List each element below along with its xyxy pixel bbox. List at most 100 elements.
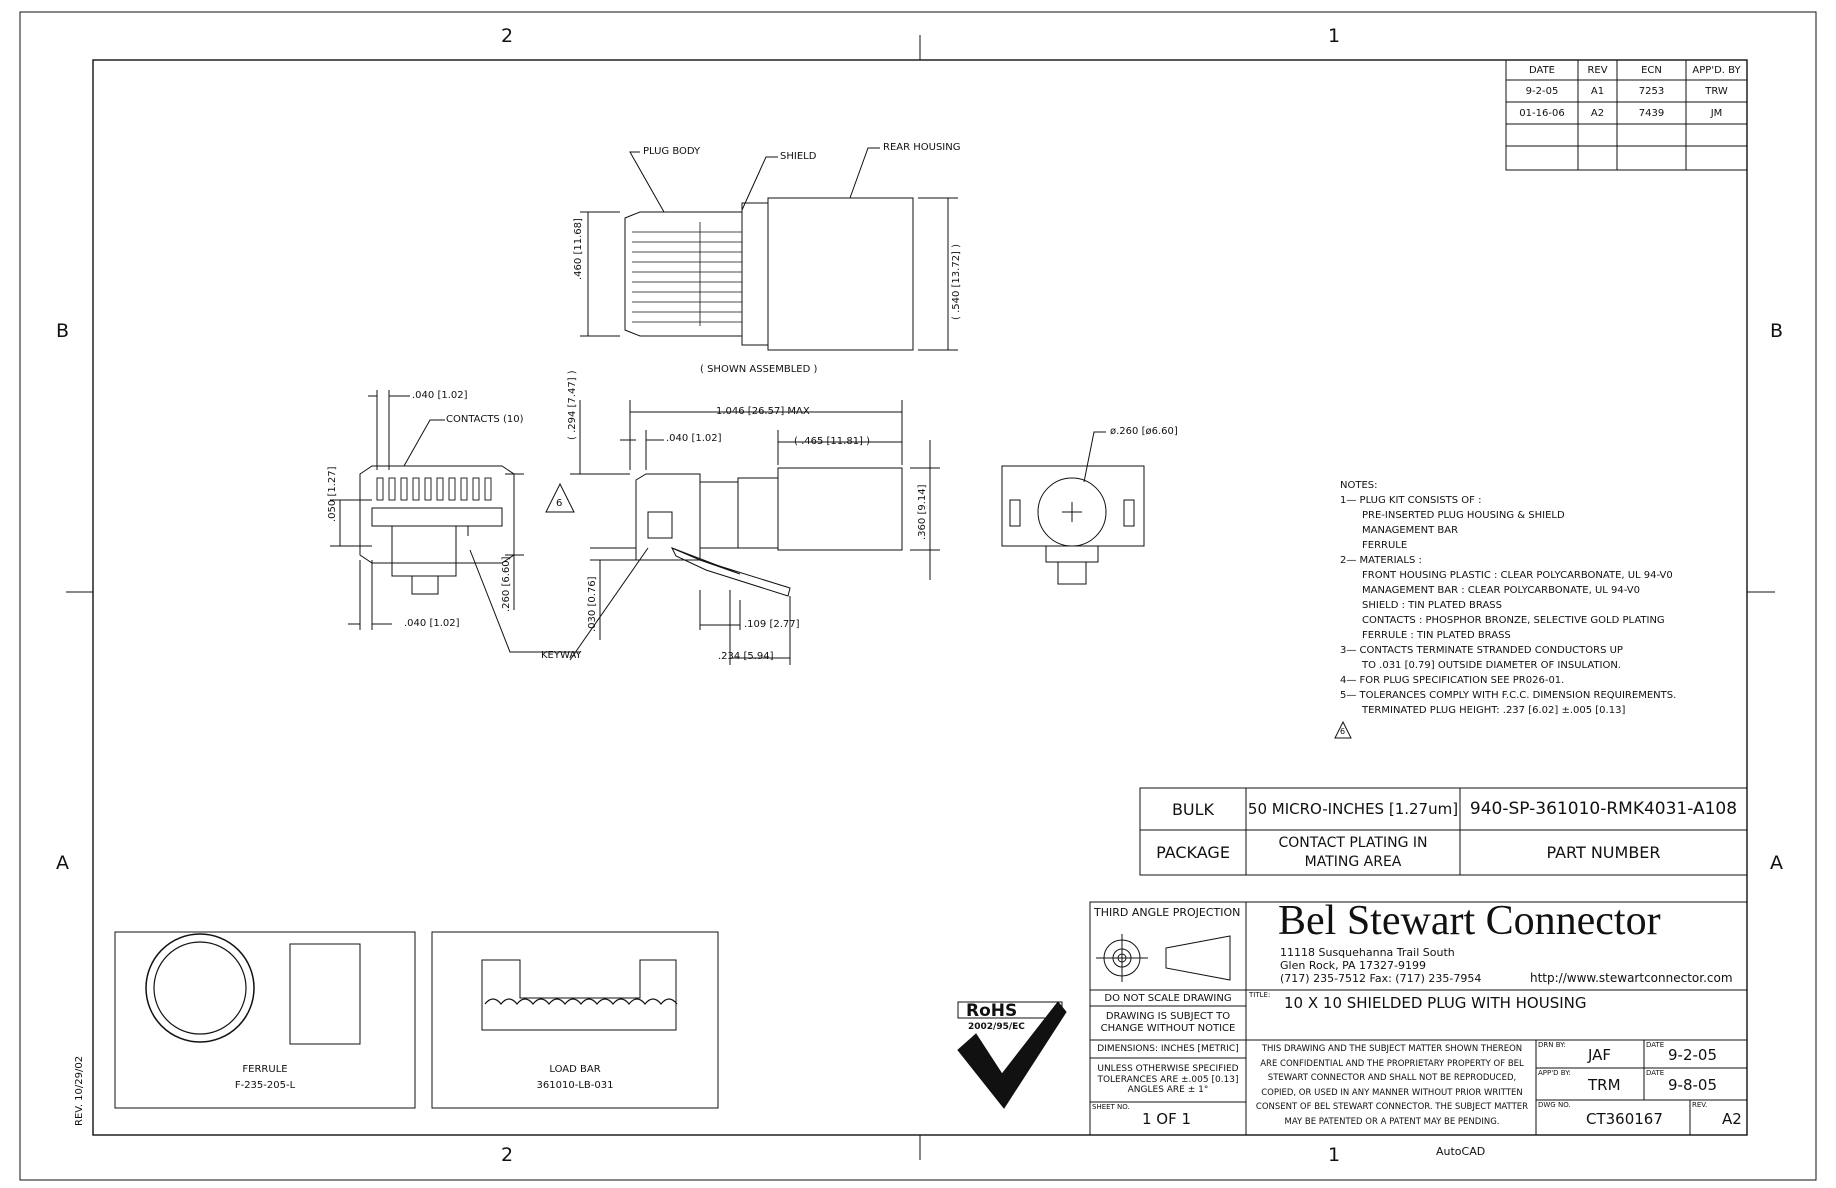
note-line: TERMINATED PLUG HEIGHT: .237 [6.02] ±.00… (1362, 705, 1626, 716)
rev-stamp: REV. 10/29/02 (74, 1055, 85, 1126)
note-line: 4— FOR PLUG SPECIFICATION SEE PR026-01. (1340, 675, 1565, 686)
front-view-plug (330, 390, 580, 653)
loadbar-box (431, 931, 719, 1109)
note-line: 5— TOLERANCES COMPLY WITH F.C.C. DIMENSI… (1340, 690, 1677, 701)
ferrule-inner (153, 941, 247, 1035)
label-plug-body: PLUG BODY (643, 146, 701, 157)
rear-view-plug (1001, 431, 1145, 585)
dim-540: ( .540 [13.72] ) (951, 243, 962, 320)
loadbar-name: LOAD BAR (549, 1063, 601, 1075)
rev-cell: 01-16-06 (1519, 107, 1565, 119)
company-name: Bel Stewart Connector (1278, 898, 1661, 944)
do-not-scale: DO NOT SCALE DRAWING (1104, 992, 1232, 1004)
note-line: 2— MATERIALS : (1340, 555, 1422, 566)
drn-date-label: DATE (1646, 1041, 1665, 1049)
dim-040-bottom: .040 [1.02] (404, 618, 460, 629)
rev-header-rev: REV (1587, 64, 1608, 76)
rev-cell: 7439 (1638, 107, 1665, 119)
zone-left-b: B (56, 320, 70, 342)
zone-left-a: A (56, 852, 69, 874)
zone-bottom-2: 2 (501, 1144, 514, 1166)
outer-frame (19, 11, 1817, 1181)
appd-by: TRM (1588, 1076, 1621, 1094)
notes-block: NOTES: 1— PLUG KIT CONSISTS OF : PRE-INS… (1340, 478, 1676, 718)
part-number-header: PART NUMBER (1546, 843, 1661, 862)
zone-top-1: 1 (1328, 25, 1341, 47)
rev-header-appd: APP'D. BY (1692, 64, 1741, 76)
sheet-label: SHEET NO. (1092, 1103, 1130, 1111)
company-address2: Glen Rock, PA 17327-9199 (1280, 959, 1427, 972)
dia-260: ø.260 [ø6.60] (1110, 426, 1178, 437)
part-table-grid (1139, 787, 1748, 876)
rohs-badge (957, 1001, 1067, 1109)
rev-cell: A2 (1590, 107, 1605, 119)
side-view-plug (545, 400, 940, 665)
rev-cell: TRW (1705, 85, 1728, 97)
rev-header-ecn: ECN (1641, 64, 1662, 76)
appd-label: APP'D BY: (1538, 1069, 1571, 1077)
revision-table-grid (1505, 59, 1748, 171)
zone-right-b: B (1770, 320, 1784, 342)
appd-date-label: DATE (1646, 1069, 1665, 1077)
drn-date: 9-2-05 (1668, 1046, 1717, 1064)
note-line: MANAGEMENT BAR (1362, 525, 1459, 536)
projection-label: THIRD ANGLE PROJECTION (1094, 906, 1241, 919)
rohs-title: RoHS (966, 1001, 1018, 1021)
rev-cell: A1 (1590, 85, 1605, 97)
sheet-number: 1 OF 1 (1142, 1110, 1192, 1128)
notes-flag6: 6 (1340, 727, 1346, 736)
note-line: 3— CONTACTS TERMINATE STRANDED CONDUCTOR… (1340, 645, 1623, 656)
rev-label: REV. (1692, 1101, 1708, 1109)
note-line: TO .031 [0.79] OUTSIDE DIAMETER OF INSUL… (1362, 660, 1621, 671)
zone-right-a: A (1770, 852, 1783, 874)
part-bulk: BULK (1171, 799, 1215, 819)
title-label: TITLE: (1249, 991, 1271, 999)
dim-360: .360 [9.14] (917, 484, 928, 540)
drawing-title: 10 X 10 SHIELDED PLUG WITH HOUSING (1284, 994, 1587, 1012)
note-line: CONTACTS : PHOSPHOR BRONZE, SELECTIVE GO… (1362, 615, 1665, 626)
top-view-plug (580, 147, 958, 351)
dim-465: ( .465 [11.81] ) (794, 436, 871, 447)
dim-040-side: .040 [1.02] (666, 433, 722, 444)
drawing-number: CT360167 (1586, 1110, 1663, 1128)
label-shield: SHIELD (780, 151, 817, 162)
note-line: FERRULE (1362, 540, 1408, 551)
ferrule-outer (145, 933, 255, 1043)
dim-109: .109 [2.77] (744, 619, 800, 630)
part-package: PACKAGE (1156, 843, 1230, 862)
note-line: FRONT HOUSING PLASTIC : CLEAR POLYCARBON… (1362, 570, 1673, 581)
part-plating-value: 50 MICRO-INCHES [1.27um] (1247, 800, 1459, 818)
ferrule-part: F-235-205-L (234, 1079, 296, 1091)
title-block-grid (1089, 901, 1748, 1136)
zone-top-2: 2 (501, 25, 514, 47)
revision: A2 (1722, 1110, 1742, 1128)
rev-header-date: DATE (1528, 64, 1555, 76)
dim-294: ( .294 [7.47] ) (567, 370, 578, 440)
loadbar-shape (481, 959, 677, 1031)
zone-bottom-1: 1 (1328, 1144, 1341, 1166)
rev-cell: 9-2-05 (1525, 85, 1559, 97)
confidential-notice: THIS DRAWING AND THE SUBJECT MATTER SHOW… (1255, 1044, 1529, 1127)
part-number-value: 940-SP-361010-RMK4031-A108 (1469, 799, 1738, 819)
dwg-label: DWG NO. (1538, 1101, 1571, 1109)
note-line: PRE-INSERTED PLUG HOUSING & SHIELD (1362, 510, 1565, 521)
note-line: FERRULE : TIN PLATED BRASS (1362, 630, 1511, 641)
company-phone: (717) 235-7512 Fax: (717) 235-7954 (1280, 972, 1482, 985)
label-contacts: CONTACTS (10) (446, 414, 524, 425)
rev-cell: JM (1710, 107, 1723, 119)
ferrule-side (289, 943, 361, 1045)
appd-date: 9-8-05 (1668, 1076, 1717, 1094)
part-plating-header: CONTACT PLATING IN MATING AREA (1278, 835, 1428, 870)
drn-label: DRN BY: (1538, 1041, 1566, 1049)
note-line: MANAGEMENT BAR : CLEAR POLYCARBONATE, UL… (1362, 585, 1640, 596)
dim-460: .460 [11.68] (573, 218, 584, 280)
label-keyway: KEYWAY (541, 650, 582, 661)
subject-change: DRAWING IS SUBJECT TO CHANGE WITHOUT NOT… (1100, 1011, 1236, 1034)
ferrule-box (114, 931, 416, 1109)
note-line: 1— PLUG KIT CONSISTS OF : (1340, 495, 1482, 506)
tolerances: UNLESS OTHERWISE SPECIFIED TOLERANCES AR… (1097, 1063, 1239, 1096)
note-line: SHIELD : TIN PLATED BRASS (1362, 600, 1502, 611)
drn-by: JAF (1588, 1046, 1612, 1064)
label-rear-housing: REAR HOUSING (883, 142, 961, 153)
